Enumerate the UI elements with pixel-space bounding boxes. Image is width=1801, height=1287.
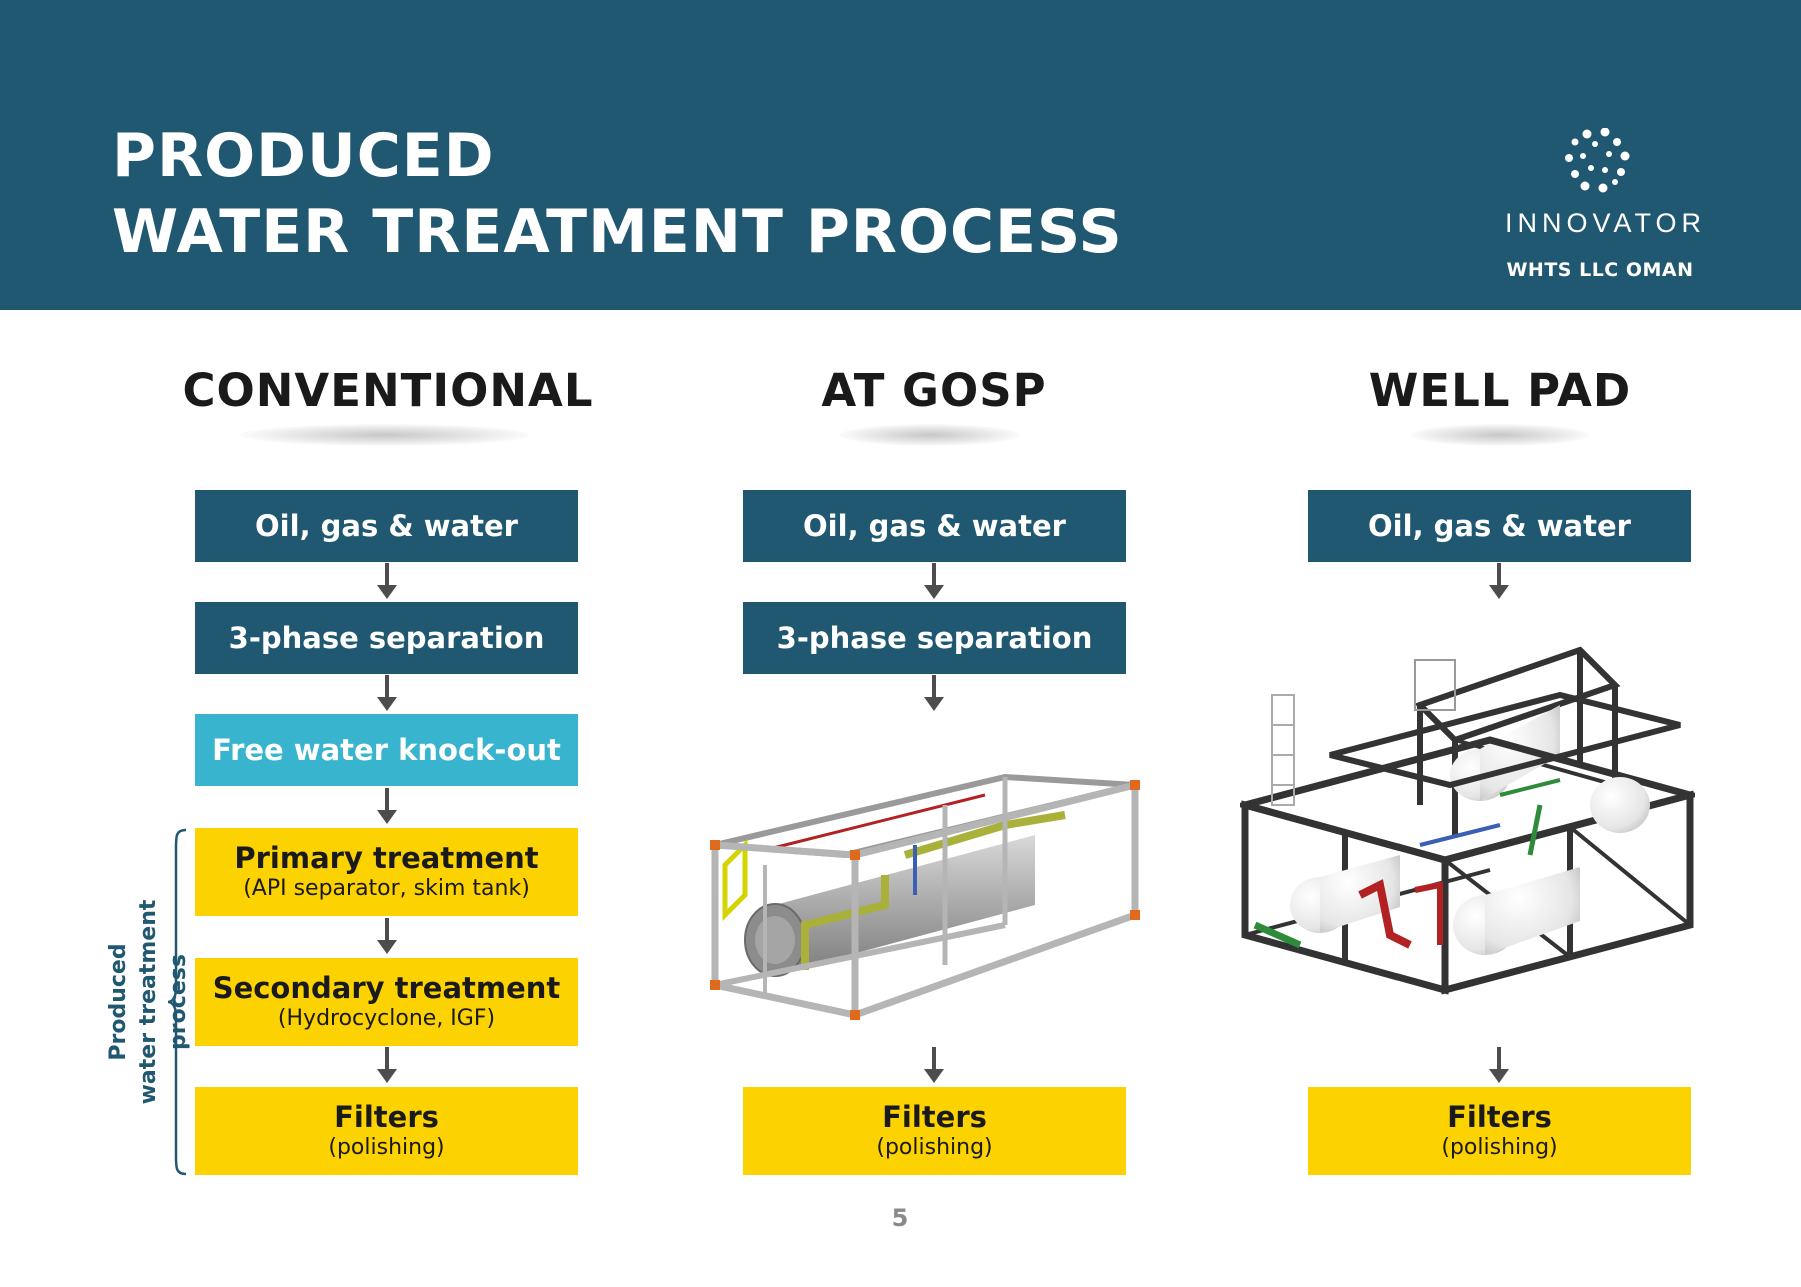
arrow-down-icon [1489, 1047, 1509, 1083]
step-free-water-knock-out: Free water knock-out [195, 714, 578, 786]
step-label: Primary treatment [234, 841, 539, 875]
step-oil-gas-water: Oil, gas & water [743, 490, 1126, 562]
well-pad-modular-unit-image [1240, 646, 1695, 995]
step-label: Oil, gas & water [255, 509, 518, 543]
logo-name: INNOVATOR [1505, 208, 1707, 238]
step-label: Oil, gas & water [1368, 509, 1631, 543]
step-label: Secondary treatment [212, 971, 561, 1005]
heading-shadow [240, 424, 530, 446]
arrow-down-icon [1489, 563, 1509, 599]
step-detail: (polishing) [1441, 1135, 1558, 1160]
header-banner: PRODUCED WATER TREATMENT PROCESS INNOVAT… [0, 0, 1801, 310]
bracket-icon [168, 828, 187, 1176]
heading-at-gosp: AT GOSP [821, 364, 1047, 417]
heading-shadow [840, 424, 1020, 446]
step-detail: (polishing) [876, 1135, 993, 1160]
step-filters: Filters (polishing) [743, 1087, 1126, 1175]
heading-well-pad: WELL PAD [1368, 364, 1632, 417]
arrow-down-icon [377, 1047, 397, 1083]
arrow-down-icon [924, 563, 944, 599]
step-oil-gas-water: Oil, gas & water [195, 490, 578, 562]
arrow-down-icon [924, 675, 944, 711]
page-number: 5 [891, 1204, 909, 1232]
step-label: Filters [334, 1100, 439, 1134]
step-label: Filters [1447, 1100, 1552, 1134]
step-3-phase-separation: 3-phase separation [195, 602, 578, 674]
step-label: 3-phase separation [776, 621, 1093, 655]
arrow-down-icon [377, 918, 397, 954]
side-label-line-2: water treatment process [136, 899, 191, 1105]
side-label-produced-water: Produced water treatment process [104, 852, 194, 1152]
step-label: Filters [882, 1100, 987, 1134]
company-logo: INNOVATOR WHTS LLC OMAN [1505, 128, 1707, 288]
step-primary-treatment: Primary treatment (API separator, skim t… [195, 828, 578, 916]
side-label-line-1: Produced [106, 943, 131, 1061]
heading-conventional: CONVENTIONAL [182, 364, 594, 417]
step-detail: (polishing) [328, 1135, 445, 1160]
title-line-2: WATER TREATMENT PROCESS [112, 197, 1123, 267]
step-secondary-treatment: Secondary treatment (Hydrocyclone, IGF) [195, 958, 578, 1046]
arrow-down-icon [924, 1047, 944, 1083]
title-line-1: PRODUCED [112, 121, 495, 191]
step-detail: (Hydrocyclone, IGF) [277, 1006, 496, 1031]
step-filters: Filters (polishing) [1308, 1087, 1691, 1175]
arrow-down-icon [377, 675, 397, 711]
step-filters: Filters (polishing) [195, 1087, 578, 1175]
gosp-separator-skid-image [710, 773, 1140, 1020]
heading-shadow [1410, 424, 1590, 446]
step-label: 3-phase separation [228, 621, 545, 655]
step-label: Free water knock-out [212, 733, 561, 767]
arrow-down-icon [377, 788, 397, 824]
page-title: PRODUCED WATER TREATMENT PROCESS [112, 118, 1123, 270]
step-label: Oil, gas & water [803, 509, 1066, 543]
logo-subtitle: WHTS LLC OMAN [1506, 259, 1694, 281]
arrow-down-icon [377, 563, 397, 599]
logo-dots-icon [1565, 128, 1630, 193]
step-oil-gas-water: Oil, gas & water [1308, 490, 1691, 562]
step-3-phase-separation: 3-phase separation [743, 602, 1126, 674]
step-detail: (API separator, skim tank) [243, 876, 530, 901]
